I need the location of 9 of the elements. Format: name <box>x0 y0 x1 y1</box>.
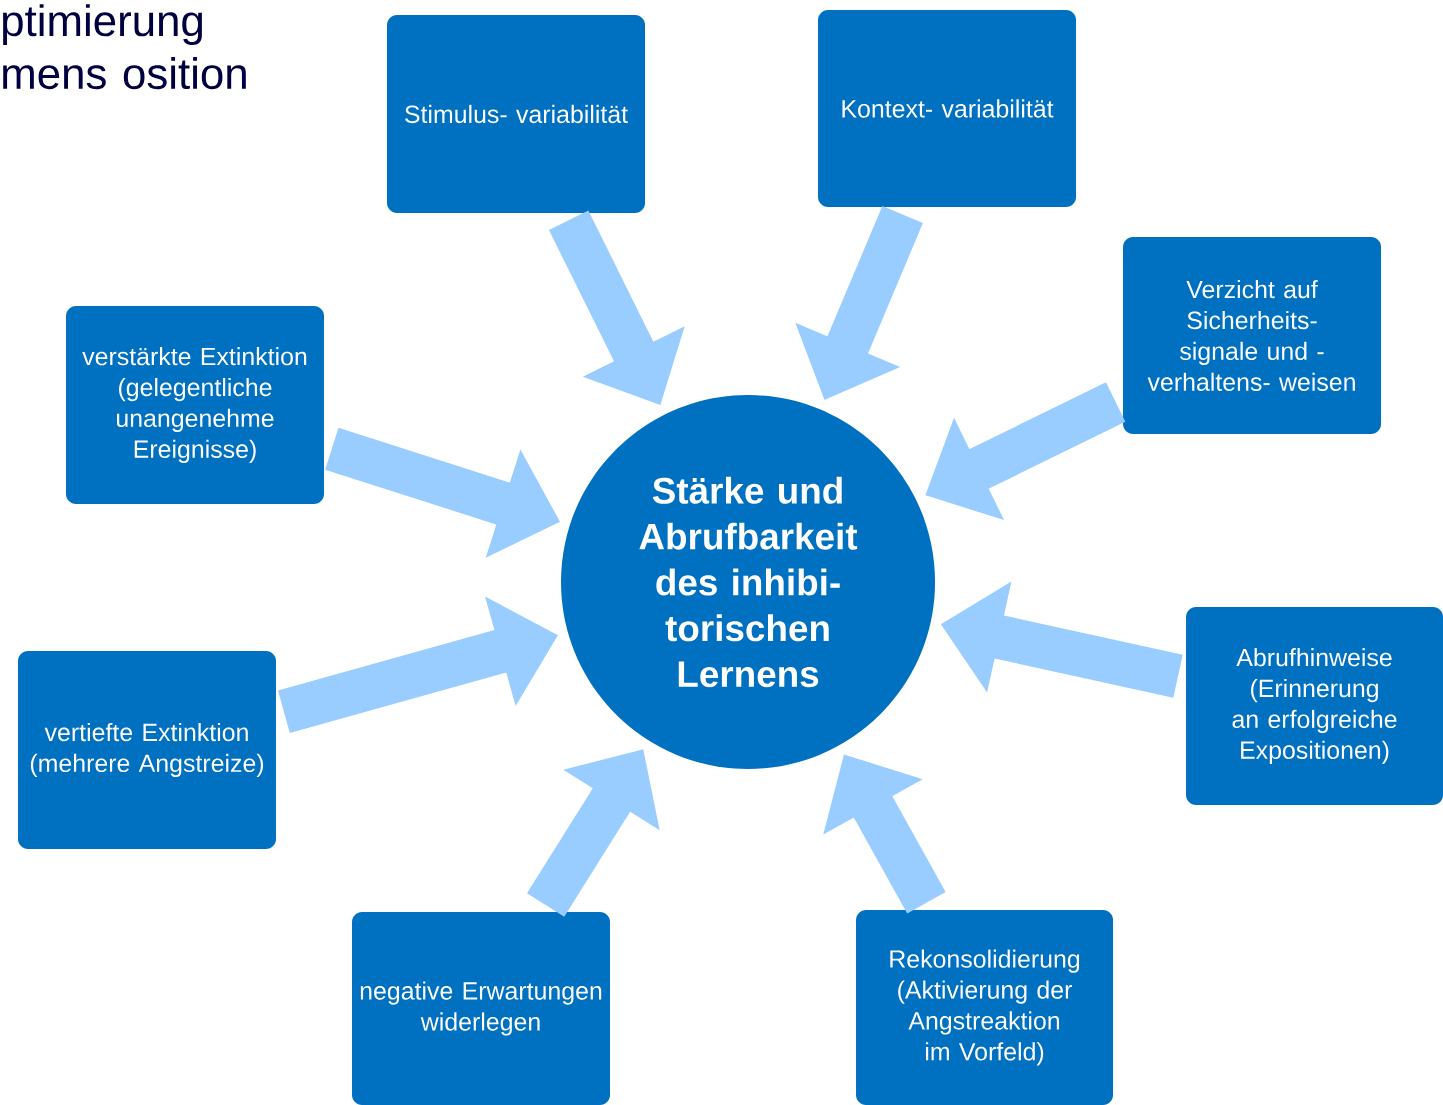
process-box: Verzicht auf Sicherheits- signale und -verhaltens- weisen <box>1123 237 1382 434</box>
process-box: Abrufhinweise (Erinnerung an erfolgreiche Expositionen) <box>1186 607 1443 805</box>
process-box: negative Erwartungen widerlegen <box>352 912 610 1105</box>
title: ptimierung mens osition <box>3 4 246 90</box>
process-box: Stimulus- variabilität <box>387 15 645 213</box>
process-box: Rekonsolidierung (Aktivierung der Angstreaktion im Vorfeld) <box>856 910 1114 1105</box>
process-box: Kontext- variabilität <box>818 10 1077 207</box>
process-box: vertiefte Extinktion (mehrere Angstreize) <box>18 651 276 849</box>
process-box: verstärkte Extinktion (gelegentliche unangenehme Ereignisse) <box>66 306 324 504</box>
